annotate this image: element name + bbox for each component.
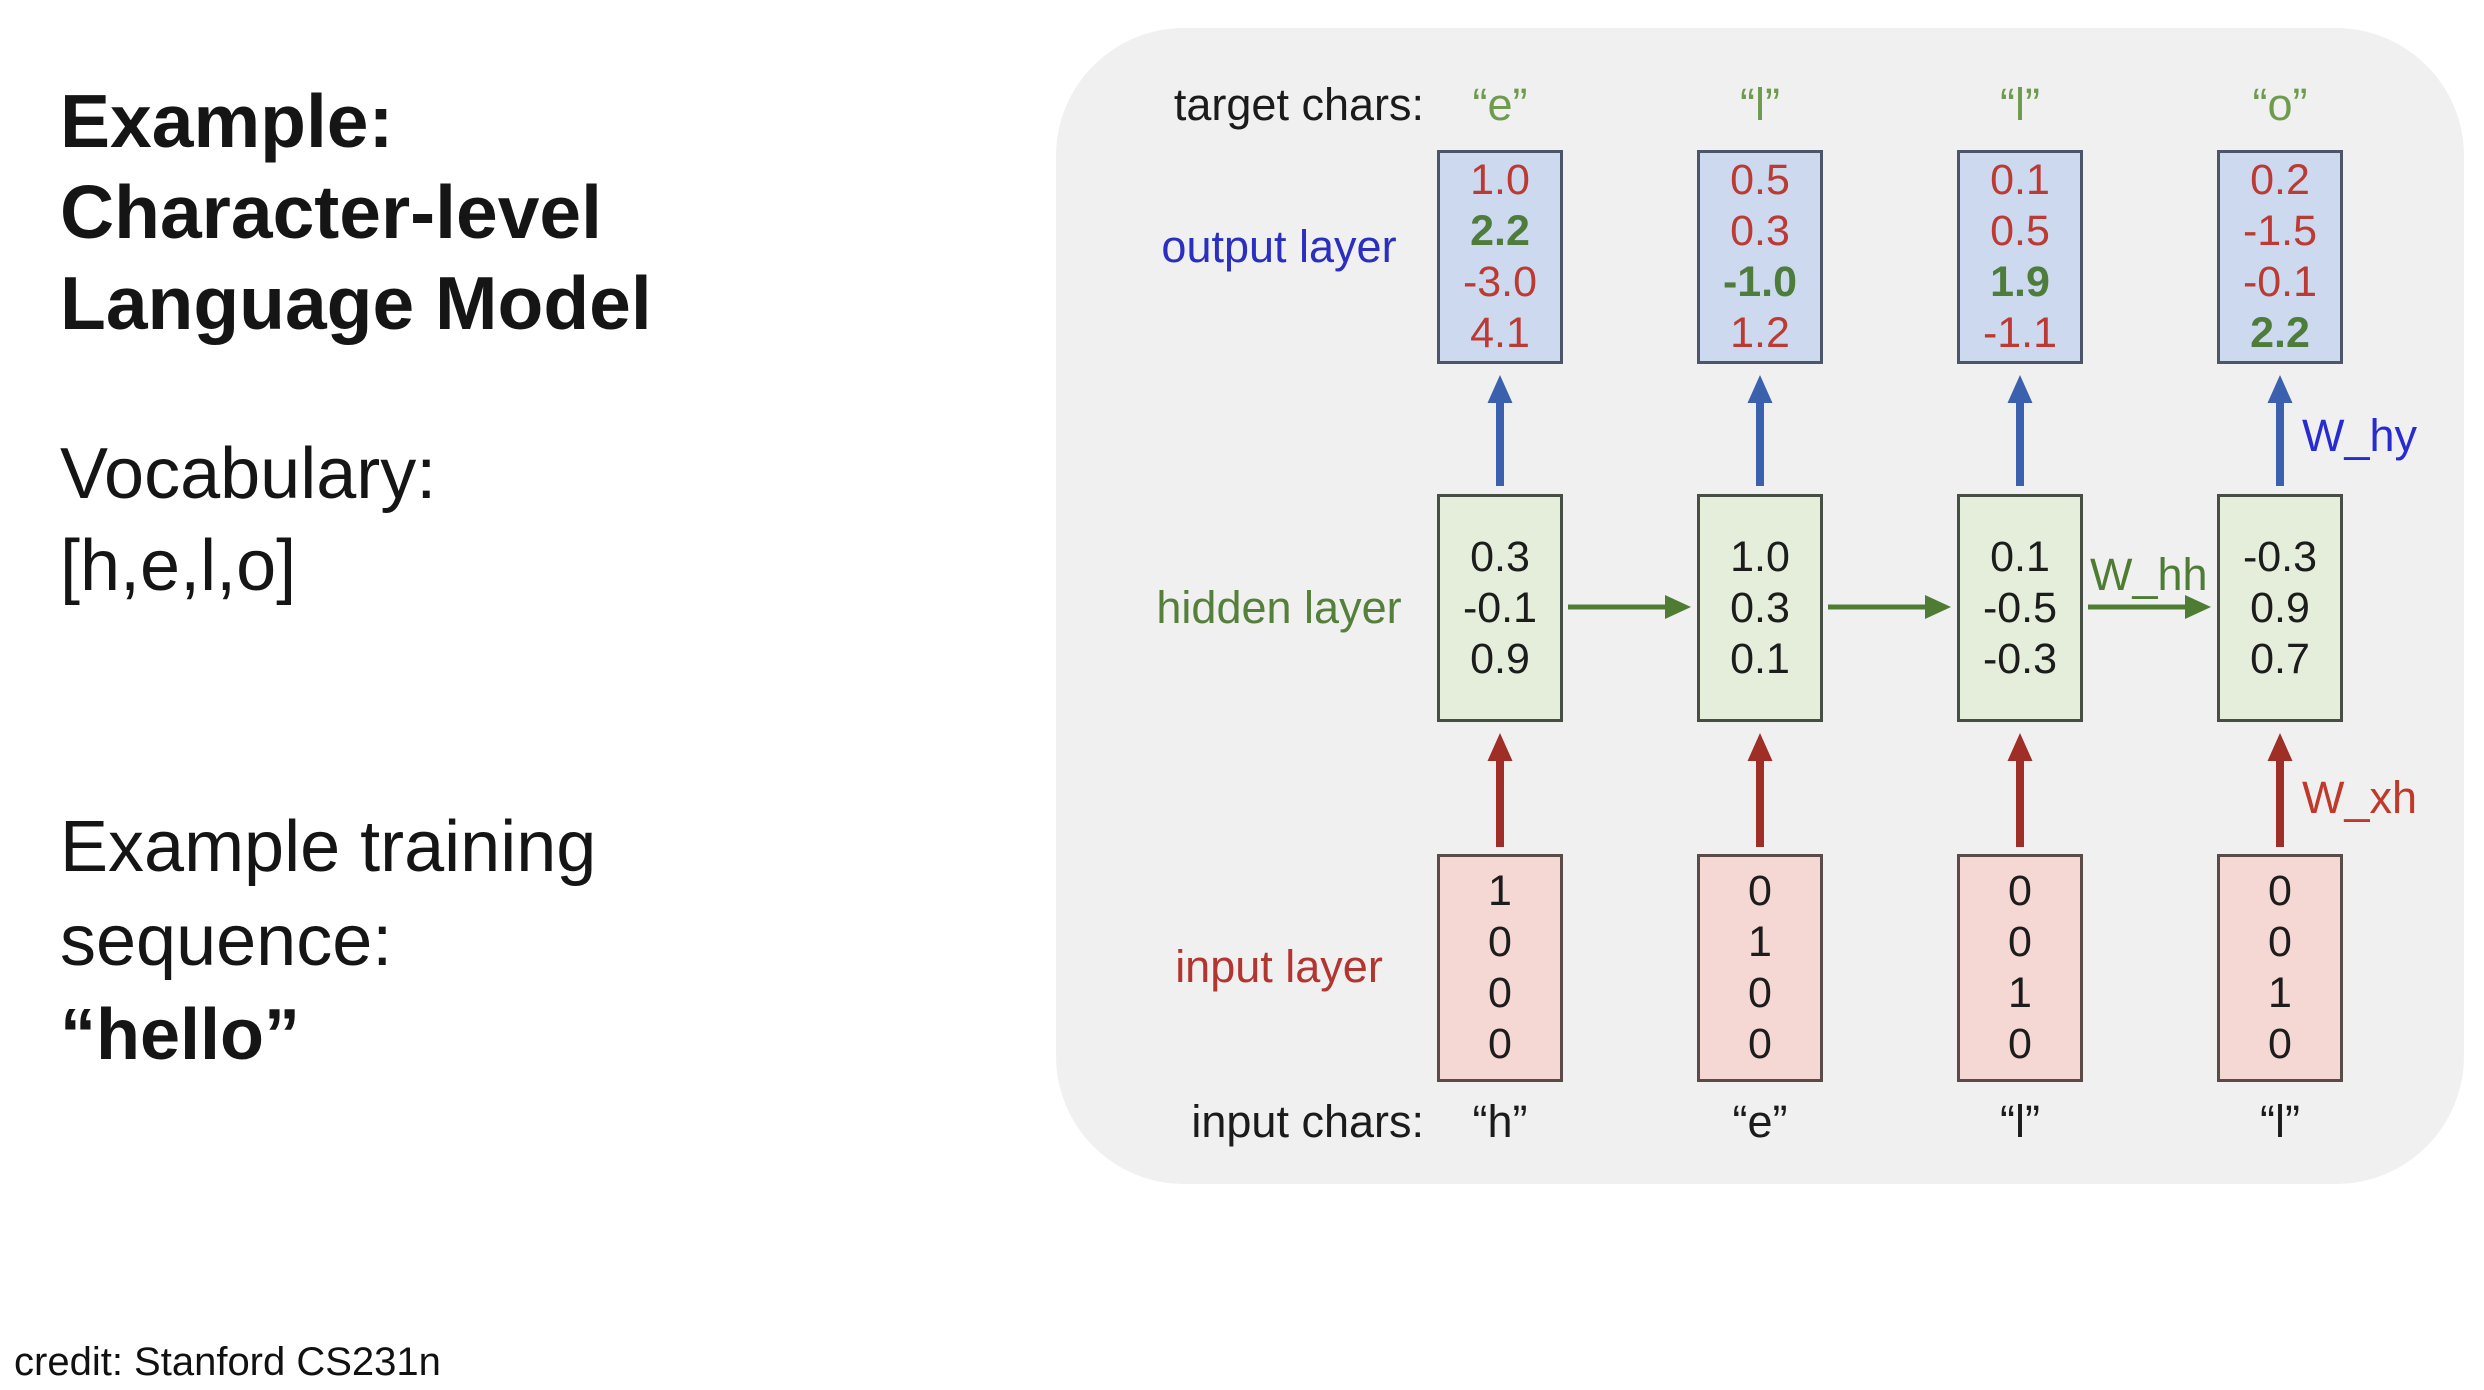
hidden-value: 0.7 xyxy=(2250,634,2310,683)
output-vector-t1: 1.0 2.2 -3.0 4.1 xyxy=(1437,150,1563,364)
hidden-value: 0.9 xyxy=(2250,583,2310,632)
input-to-hidden-arrow-t2 xyxy=(1747,733,1773,847)
training-line-2: sequence: xyxy=(60,901,393,981)
input-layer-label: input layer xyxy=(1175,941,1383,992)
hidden-vector-t4: -0.3 0.9 0.7 xyxy=(2217,494,2343,722)
input-vector-t1: 1 0 0 0 xyxy=(1437,854,1563,1082)
training-line-1: Example training xyxy=(60,807,597,887)
input-char-t4: “l” xyxy=(2260,1096,2300,1147)
credit-line: credit: Stanford CS231n xyxy=(14,1340,441,1384)
input-value: 0 xyxy=(1488,1020,1512,1068)
input-value: 1 xyxy=(1748,918,1772,966)
target-char-t2: “l” xyxy=(1740,79,1780,130)
hidden-value: 0.1 xyxy=(1990,532,2050,581)
output-vector-t4: 0.2 -1.5 -0.1 2.2 xyxy=(2217,150,2343,364)
w-hh-label: W_hh xyxy=(2090,549,2208,600)
hidden-to-hidden-arrow-2 xyxy=(1828,595,1951,619)
training-sequence-value: “hello” xyxy=(60,995,301,1075)
target-char-t4: “o” xyxy=(2252,79,2308,130)
input-value: 0 xyxy=(1748,1020,1772,1068)
output-value: -0.1 xyxy=(2242,258,2318,306)
w-xh-label: W_xh xyxy=(2302,772,2418,823)
slide-title: Example: Character-level Language Model xyxy=(60,76,652,349)
input-value: 0 xyxy=(2008,918,2032,966)
hidden-vector-t2: 1.0 0.3 0.1 xyxy=(1697,494,1823,722)
input-vector-t3: 0 0 1 0 xyxy=(1957,854,2083,1082)
output-value: 2.2 xyxy=(1470,207,1530,255)
input-char-t3: “l” xyxy=(2000,1096,2040,1147)
target-chars-label: target chars: xyxy=(1173,79,1424,130)
input-vector-t2: 0 1 0 0 xyxy=(1697,854,1823,1082)
output-value: -1.0 xyxy=(1722,258,1798,306)
hidden-to-hidden-arrow-1 xyxy=(1568,595,1691,619)
output-value: 4.1 xyxy=(1470,309,1530,357)
input-char-t1: “h” xyxy=(1472,1096,1528,1147)
hidden-to-hidden-arrow-3 xyxy=(2088,595,2211,619)
hidden-layer-label: hidden layer xyxy=(1156,582,1402,633)
input-to-hidden-arrow-t3 xyxy=(2007,733,2033,847)
input-value: 1 xyxy=(1488,867,1512,915)
output-value: 0.5 xyxy=(1730,156,1790,204)
output-value: 0.1 xyxy=(1990,156,2050,204)
input-value: 0 xyxy=(1748,867,1772,915)
hidden-value: -0.1 xyxy=(1462,583,1538,632)
target-char-t1: “e” xyxy=(1472,79,1528,130)
hidden-vector-t1: 0.3 -0.1 0.9 xyxy=(1437,494,1563,722)
input-value: 1 xyxy=(2008,969,2032,1017)
training-sequence-block: Example training sequence: “hello” xyxy=(60,800,596,1082)
input-value: 1 xyxy=(2268,969,2292,1017)
input-value: 0 xyxy=(1488,969,1512,1017)
hidden-to-output-arrow-t3 xyxy=(2007,375,2033,486)
target-char-t3: “l” xyxy=(2000,79,2040,130)
w-hy-label: W_hy xyxy=(2302,410,2418,461)
input-chars-label: input chars: xyxy=(1191,1096,1424,1147)
input-value: 0 xyxy=(2268,1020,2292,1068)
hidden-value: 1.0 xyxy=(1730,532,1790,581)
hidden-value: 0.1 xyxy=(1730,634,1790,683)
hidden-value: -0.3 xyxy=(2242,532,2318,581)
output-value: 0.3 xyxy=(1730,207,1790,255)
hidden-to-output-arrow-t4 xyxy=(2267,375,2293,486)
output-value: 1.0 xyxy=(1470,156,1530,204)
input-to-hidden-arrow-t1 xyxy=(1487,733,1513,847)
output-value: -1.5 xyxy=(2242,207,2318,255)
vocabulary-block: Vocabulary: [h,e,l,o] xyxy=(60,428,436,612)
title-line-2: Character-level xyxy=(60,170,602,254)
output-value: 1.9 xyxy=(1990,258,2050,306)
output-value: -1.1 xyxy=(1982,309,2058,357)
output-layer-label: output layer xyxy=(1161,221,1397,272)
hidden-value: 0.3 xyxy=(1730,583,1790,632)
output-vector-t2: 0.5 0.3 -1.0 1.2 xyxy=(1697,150,1823,364)
input-char-t2: “e” xyxy=(1732,1096,1788,1147)
hidden-value: 0.9 xyxy=(1470,634,1530,683)
input-value: 0 xyxy=(1488,918,1512,966)
output-vector-t3: 0.1 0.5 1.9 -1.1 xyxy=(1957,150,2083,364)
output-value: 0.5 xyxy=(1990,207,2050,255)
input-value: 0 xyxy=(2008,867,2032,915)
hidden-to-output-arrow-t1 xyxy=(1487,375,1513,486)
vocabulary-label: Vocabulary: xyxy=(60,434,437,514)
hidden-value: -0.5 xyxy=(1982,583,2058,632)
input-value: 0 xyxy=(2008,1020,2032,1068)
vocabulary-value: [h,e,l,o] xyxy=(60,526,297,606)
hidden-value: -0.3 xyxy=(1982,634,2058,683)
input-to-hidden-arrow-t4 xyxy=(2267,733,2293,847)
hidden-value: 0.3 xyxy=(1470,532,1530,581)
input-value: 0 xyxy=(2268,918,2292,966)
title-line-3: Language Model xyxy=(60,261,652,345)
input-value: 0 xyxy=(2268,867,2292,915)
output-value: 1.2 xyxy=(1730,309,1790,357)
output-value: -3.0 xyxy=(1462,258,1538,306)
input-value: 0 xyxy=(1748,969,1772,1017)
output-value: 2.2 xyxy=(2250,309,2310,357)
input-vector-t4: 0 0 1 0 xyxy=(2217,854,2343,1082)
title-line-1: Example: xyxy=(60,79,394,163)
output-value: 0.2 xyxy=(2250,156,2310,204)
hidden-vector-t3: 0.1 -0.5 -0.3 xyxy=(1957,494,2083,722)
rnn-diagram-panel: target chars: output layer hidden layer … xyxy=(1056,28,2464,1184)
hidden-to-output-arrow-t2 xyxy=(1747,375,1773,486)
